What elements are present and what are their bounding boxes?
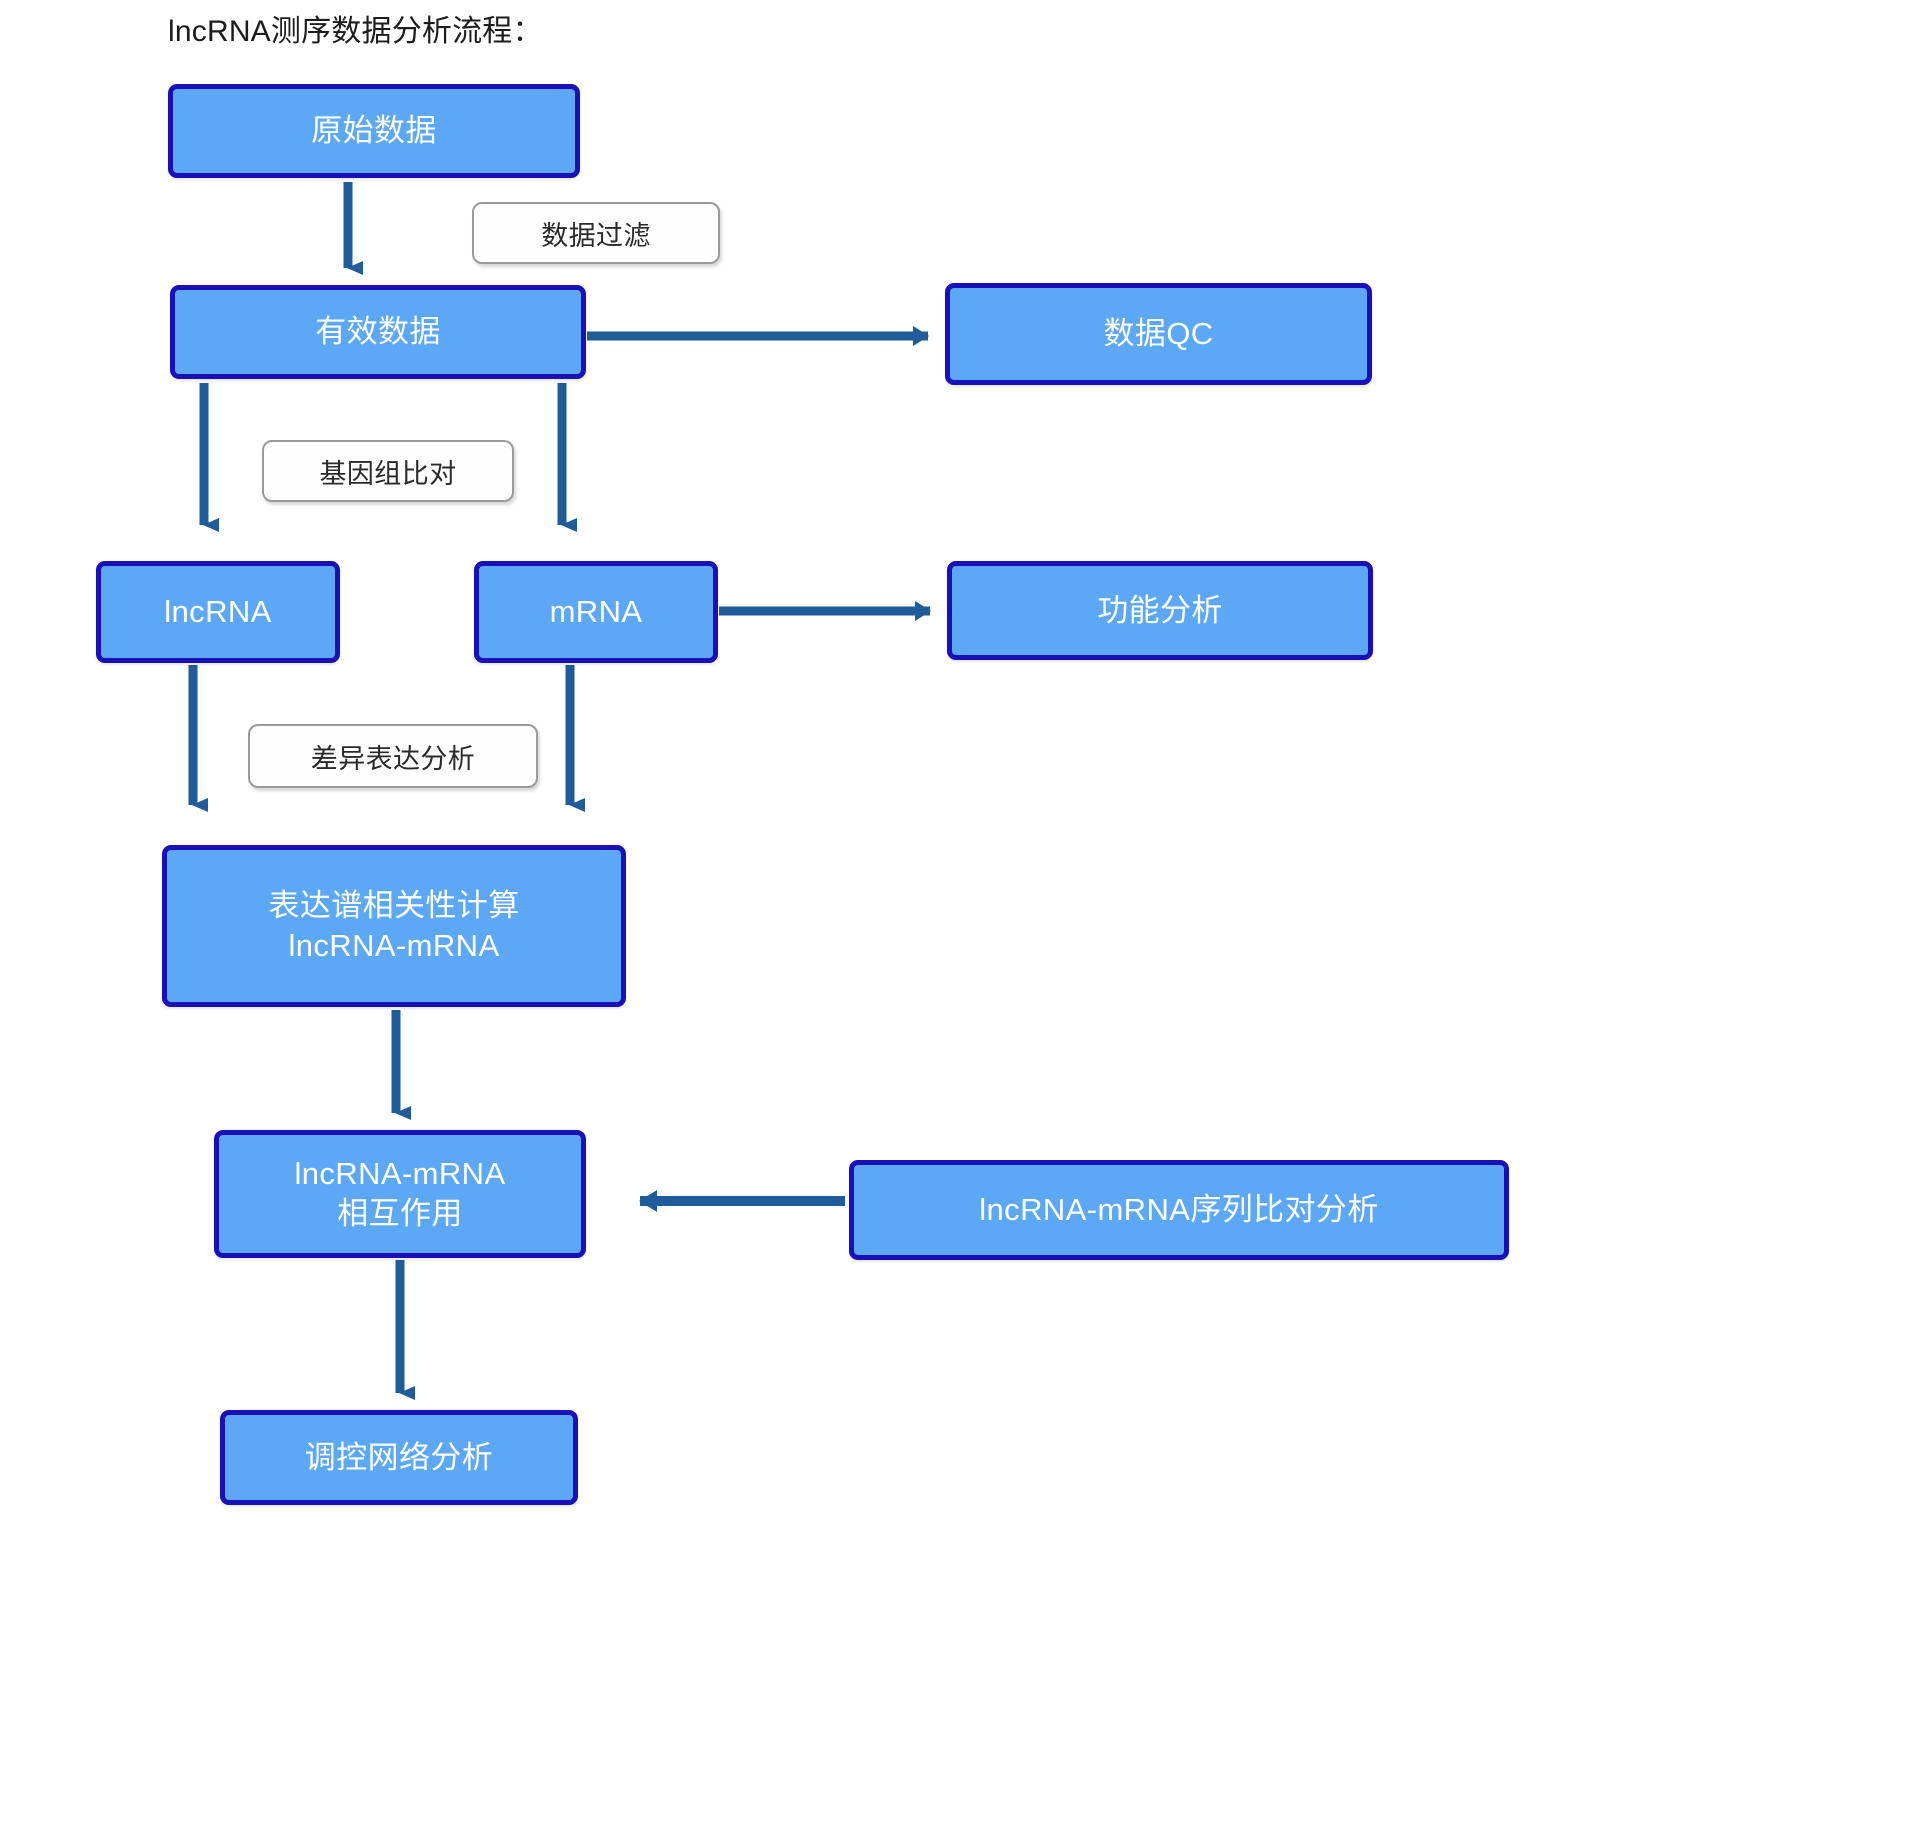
edge-label-text: 基因组比对 <box>319 458 457 489</box>
node-lncrna[interactable]: lncRNA <box>96 561 340 663</box>
node-raw-data[interactable]: 原始数据 <box>168 84 580 178</box>
node-label: 调控网络分析 <box>304 1439 494 1475</box>
node-sequence-alignment-analysis[interactable]: lncRNA-mRNA序列比对分析 <box>849 1160 1509 1260</box>
edge-label-differential-expression: 差异表达分析 <box>248 724 538 788</box>
node-functional-analysis[interactable]: 功能分析 <box>947 561 1373 660</box>
node-data-qc[interactable]: 数据QC <box>945 283 1372 385</box>
node-label: 表达谱相关性计算 lncRNA-mRNA <box>268 888 520 963</box>
node-label: 有效数据 <box>315 314 441 350</box>
node-valid-data[interactable]: 有效数据 <box>170 285 586 379</box>
node-label: 功能分析 <box>1097 592 1223 628</box>
edge-label-text: 数据过滤 <box>541 220 651 251</box>
node-lncrna-mrna-interaction[interactable]: lncRNA-mRNA 相互作用 <box>214 1130 586 1258</box>
node-label: mRNA <box>549 594 643 630</box>
node-label: lncRNA-mRNA序列比对分析 <box>979 1192 1379 1228</box>
edge-label-text: 差异表达分析 <box>310 743 476 774</box>
node-label: 原始数据 <box>311 113 437 149</box>
node-label: lncRNA-mRNA 相互作用 <box>294 1156 506 1231</box>
node-mrna[interactable]: mRNA <box>474 561 718 663</box>
node-correlation-calculation[interactable]: 表达谱相关性计算 lncRNA-mRNA <box>162 845 626 1007</box>
edge-label-data-filter: 数据过滤 <box>472 202 720 264</box>
node-label: 数据QC <box>1103 316 1214 352</box>
edge-label-genome-alignment: 基因组比对 <box>262 440 514 502</box>
node-label: lncRNA <box>164 594 272 630</box>
node-regulatory-network-analysis[interactable]: 调控网络分析 <box>220 1410 578 1505</box>
page-title: lncRNA测序数据分析流程： <box>168 15 543 48</box>
